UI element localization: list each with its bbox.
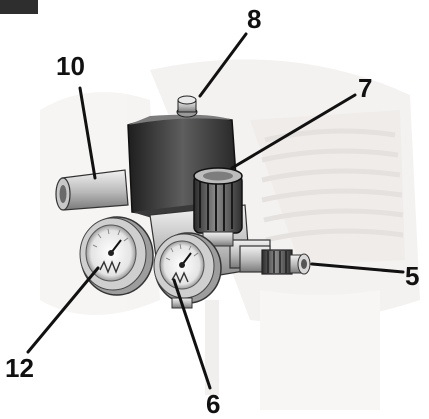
right-gauge bbox=[153, 232, 222, 309]
leader-line-5 bbox=[310, 262, 405, 274]
left-gauge bbox=[79, 216, 154, 296]
leader-lines bbox=[26, 32, 405, 390]
side-pipe bbox=[55, 169, 129, 211]
leader-line-12 bbox=[26, 266, 100, 354]
callout-5: 5 bbox=[405, 261, 420, 291]
callout-10: 10 bbox=[56, 51, 85, 81]
corner-tab bbox=[0, 0, 38, 14]
callout-7: 7 bbox=[358, 73, 373, 103]
leader-line-8 bbox=[198, 32, 248, 98]
leader-line-6 bbox=[172, 278, 212, 390]
quick-coupling bbox=[239, 245, 311, 275]
callout-12: 12 bbox=[5, 353, 34, 383]
leader-line-10 bbox=[78, 86, 97, 180]
callout-8: 8 bbox=[247, 4, 262, 34]
leader-line-7 bbox=[230, 93, 357, 170]
regulator-knob bbox=[193, 167, 243, 247]
callout-6: 6 bbox=[206, 389, 221, 419]
